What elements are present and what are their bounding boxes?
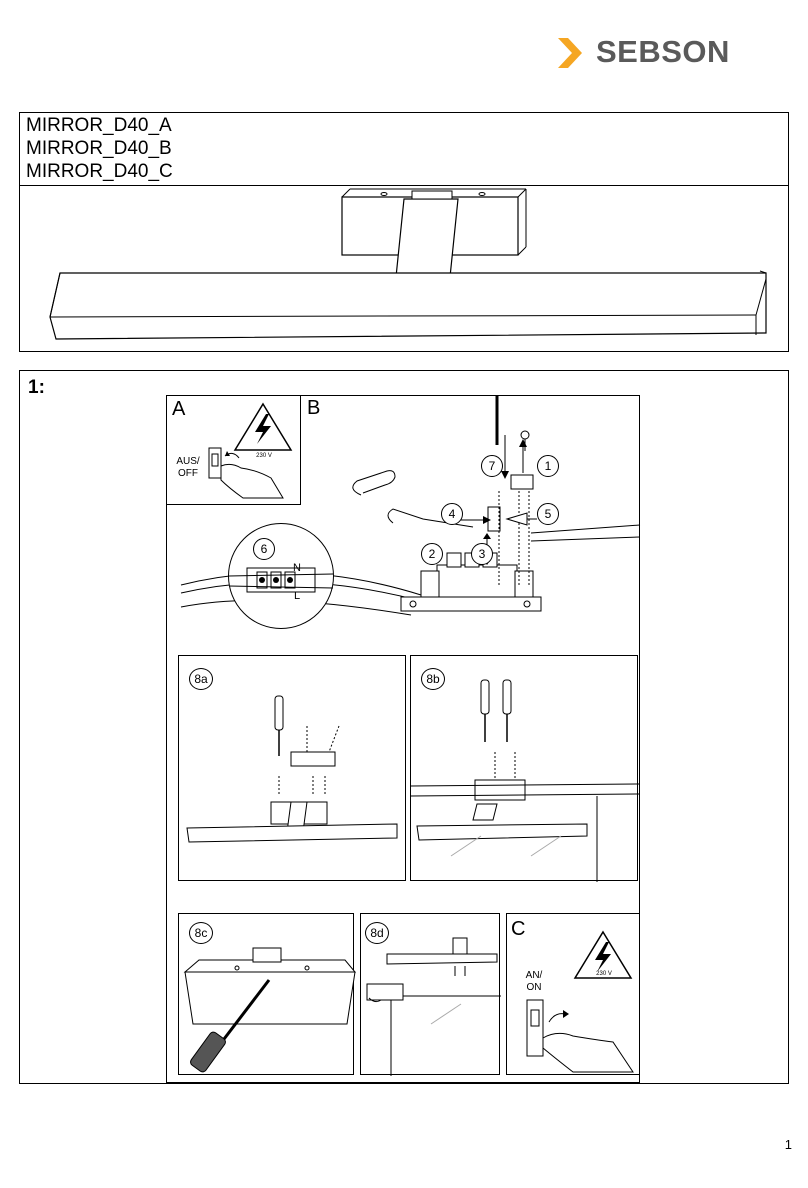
model-list: MIRROR_D40_A MIRROR_D40_B MIRROR_D40_C: [20, 113, 788, 186]
panel-8b: 8b: [410, 655, 640, 882]
hand-switch-off-icon: [208, 447, 284, 499]
panel-c: C 230 V AN/ ON: [506, 913, 640, 1075]
hand-switch-on-icon: [526, 999, 634, 1073]
step-6-badge: 6: [253, 538, 275, 560]
panel-8d-badge: 8d: [365, 922, 389, 944]
wiring-illustration: [180, 395, 641, 616]
detail-6: 6 N L: [228, 523, 334, 629]
wire-l-label: L: [293, 590, 301, 602]
panel-8b-badge: 8b: [421, 668, 445, 690]
logo-chevron-icon: [558, 38, 590, 68]
step-1-badge: 1: [537, 455, 559, 477]
panel-b-label: B: [307, 397, 321, 419]
model-name-b: MIRROR_D40_B: [26, 138, 172, 159]
step-3-badge: 3: [471, 543, 493, 565]
brand-name: SEBSON: [596, 34, 730, 69]
panel-8c-badge: 8c: [189, 922, 213, 944]
panel-c-label: C: [511, 918, 526, 940]
model-name-c: MIRROR_D40_C: [26, 161, 173, 182]
panel-8a-badge: 8a: [189, 668, 213, 690]
section-1: 1: A 230 V AUS/ OFF B: [19, 370, 789, 1084]
step-5-badge: 5: [537, 503, 559, 525]
mount-screw-drawing-8a: [186, 695, 398, 843]
title-box: MIRROR_D40_A MIRROR_D40_B MIRROR_D40_C: [19, 112, 789, 352]
panel-a-label: A: [172, 398, 186, 420]
warning-triangle-icon: [233, 402, 293, 451]
model-name-a: MIRROR_D40_A: [26, 115, 172, 136]
mirror-mount-drawing-8d: [366, 937, 501, 1076]
step-7-badge: 7: [481, 455, 503, 477]
terminal-block-drawing: [228, 567, 334, 593]
panel-8d: 8d: [360, 913, 501, 1076]
section-1-label: 1:: [28, 377, 45, 398]
page-number: 1: [784, 1137, 792, 1152]
wire-n-label: N: [293, 562, 301, 574]
warning-triangle-icon: [573, 930, 633, 979]
screw-tighten-drawing-8c: [183, 947, 357, 1073]
step-4-badge: 4: [441, 503, 463, 525]
switch-on-label: AN/ ON: [525, 970, 543, 993]
mount-screw-drawing-8b: [410, 679, 640, 882]
product-drawing: [49, 188, 767, 340]
panel-8c: 8c: [178, 913, 357, 1075]
panel-8a: 8a: [178, 655, 406, 881]
panel-b: B: [180, 395, 641, 655]
step-2-badge: 2: [421, 543, 443, 565]
voltage-label-a: 230 V: [256, 453, 272, 459]
switch-off-label: AUS/ OFF: [176, 456, 200, 479]
brand-logo: SEBSON: [556, 30, 746, 74]
voltage-label-c: 230 V: [596, 971, 612, 977]
panel-a: A 230 V AUS/ OFF: [166, 395, 301, 505]
